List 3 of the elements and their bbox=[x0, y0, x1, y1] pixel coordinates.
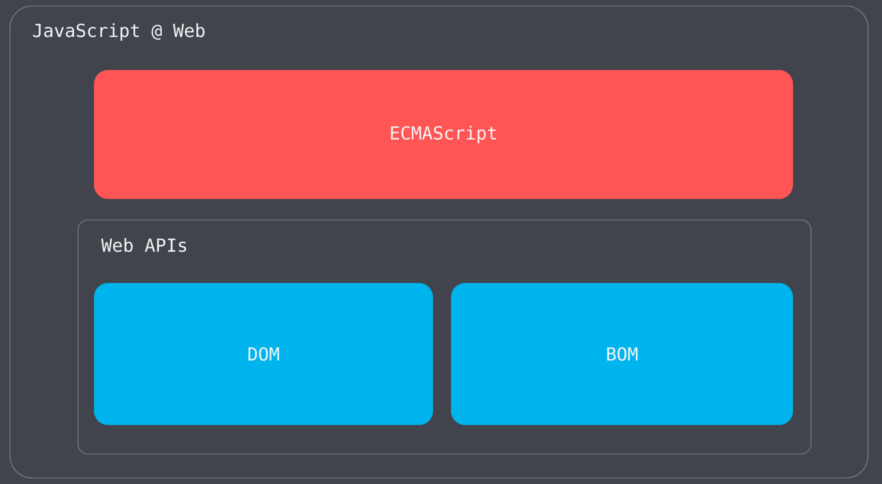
filled-box: BOM bbox=[451, 283, 794, 425]
filled-box: ECMAScript bbox=[94, 70, 794, 199]
filled-box: DOM bbox=[94, 283, 433, 425]
